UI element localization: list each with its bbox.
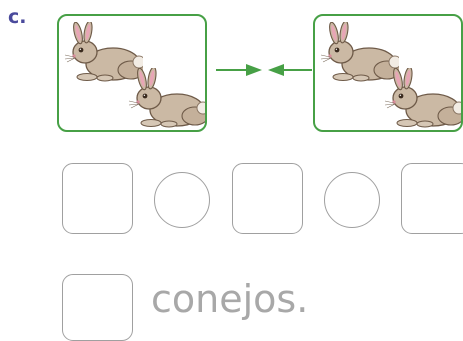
operator-circle-1[interactable] — [154, 172, 210, 228]
join-arrows — [216, 60, 312, 80]
rabbit-group-left — [57, 14, 207, 132]
answer-unit-word: conejos. — [151, 277, 309, 321]
answer-box-total[interactable] — [62, 274, 133, 341]
answer-box-1[interactable] — [62, 163, 133, 234]
answer-box-3[interactable] — [401, 163, 463, 234]
answer-box-2[interactable] — [232, 163, 303, 234]
arrow-right-icon — [246, 64, 262, 76]
rabbit-icon — [127, 68, 205, 130]
rabbit-icon — [383, 68, 461, 130]
rabbit-group-right — [313, 14, 463, 132]
arrow-left-icon — [268, 64, 284, 76]
operator-circle-2[interactable] — [324, 172, 380, 228]
exercise-label: c. — [8, 6, 27, 28]
